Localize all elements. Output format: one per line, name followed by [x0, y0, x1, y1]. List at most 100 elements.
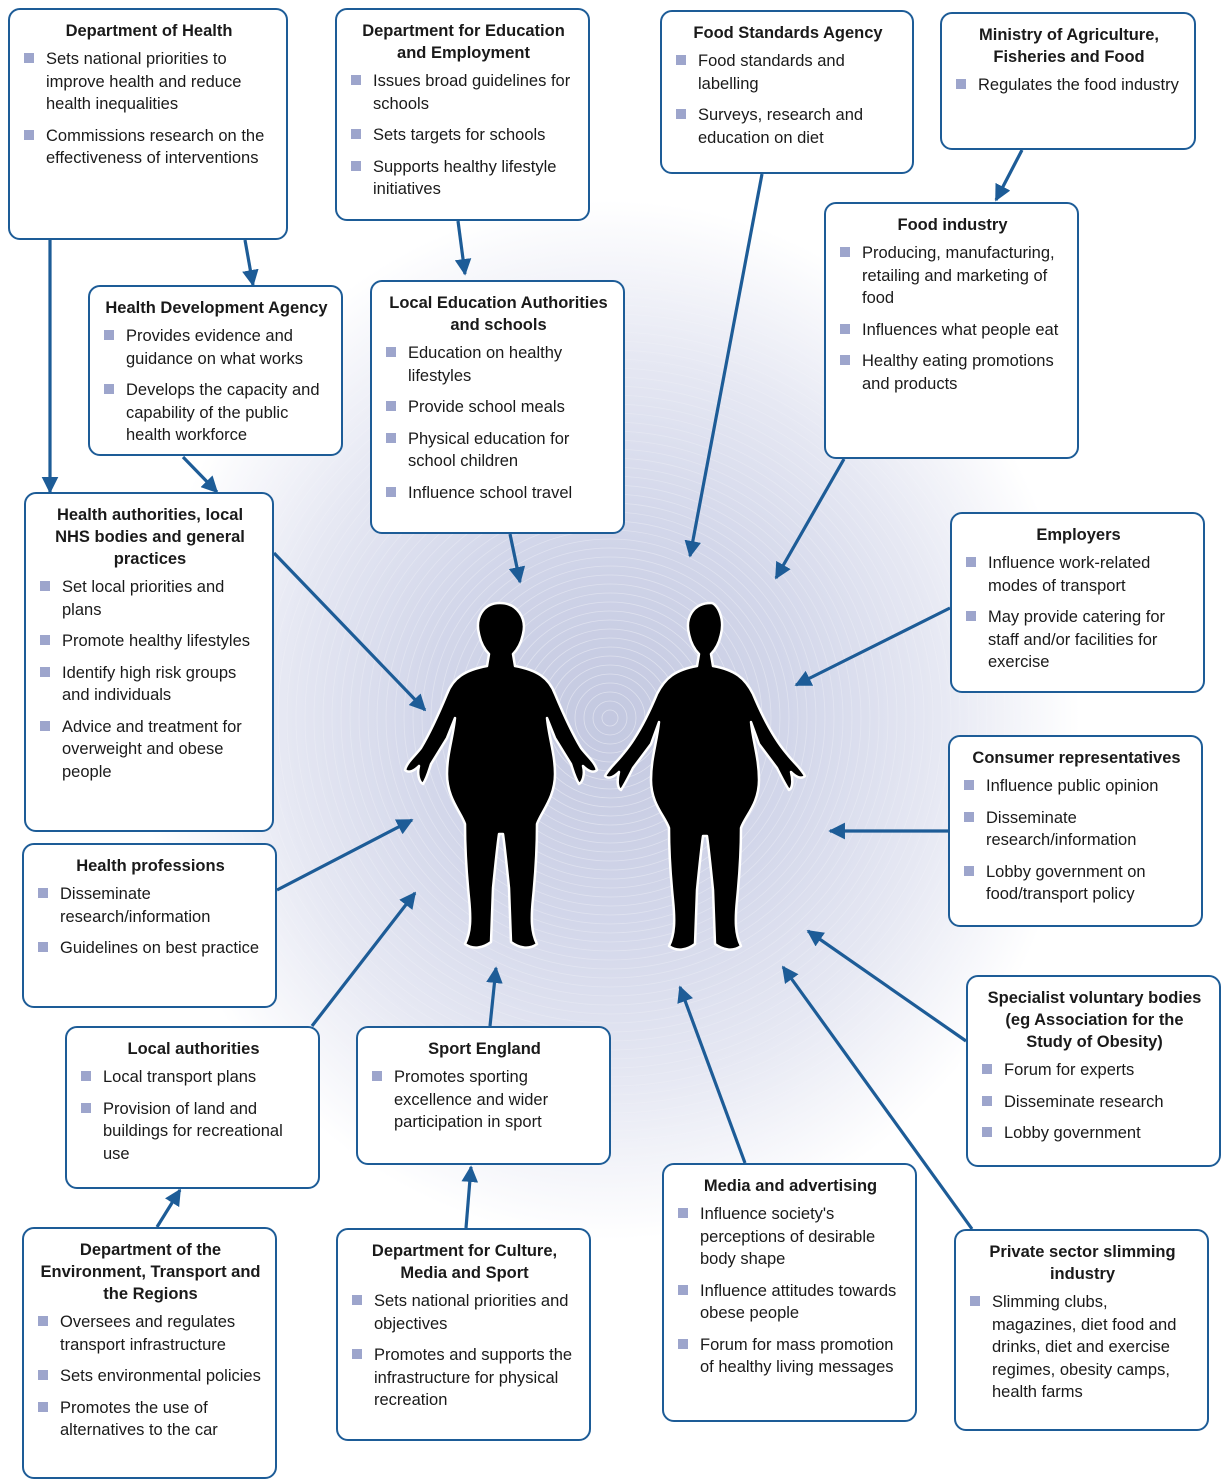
background-ring	[592, 700, 628, 736]
list-item: Disseminate research/information	[964, 807, 1189, 852]
list-item: Provision of land and buildings for recr…	[81, 1098, 306, 1166]
list-item-text: Influence attitudes towards obese people	[700, 1281, 897, 1323]
list-item: Issues broad guidelines for schools	[351, 70, 576, 115]
arrow-employers-to-people	[794, 606, 951, 687]
arrow-la-to-people	[310, 891, 417, 1027]
list-item: Disseminate research/information	[38, 883, 263, 928]
list-item-text: Regulates the food industry	[978, 76, 1179, 94]
square-bullet-icon	[966, 611, 976, 621]
square-bullet-icon	[38, 1370, 48, 1380]
list-item: Slimming clubs, magazines, diet food and…	[970, 1291, 1195, 1404]
square-bullet-icon	[386, 347, 396, 357]
square-bullet-icon	[351, 75, 361, 85]
square-bullet-icon	[956, 79, 966, 89]
list-item-text: Promotes and supports the infrastructure…	[374, 1346, 573, 1409]
list-item-text: Sets national priorities and objectives	[374, 1292, 569, 1333]
list-item: Advice and treatment for overweight and …	[40, 716, 260, 784]
list-item-text: Physical education for school children	[408, 429, 570, 471]
arrow-sport-to-people	[486, 966, 503, 1027]
list-item: Sets targets for schools	[351, 124, 576, 147]
list-item-text: Guidelines on best practice	[60, 939, 260, 957]
square-bullet-icon	[840, 323, 850, 334]
list-item-text: Sets environmental policies	[60, 1367, 261, 1385]
list-item-text: Disseminate research	[1004, 1092, 1164, 1111]
list-item-text: Promotes the use of alternatives to the …	[60, 1398, 218, 1440]
box-maff: Ministry of Agriculture, Fisheries and F…	[940, 12, 1196, 150]
box-title: Department for Culture, Media and Sport	[371, 1242, 558, 1282]
square-bullet-icon	[678, 1284, 688, 1295]
list-item: Healthy eating promotions and products	[840, 350, 1065, 395]
list-item-text: Promote healthy lifestyles	[62, 632, 251, 650]
box-list: Oversees and regulates transport infrast…	[38, 1311, 263, 1442]
square-bullet-icon	[982, 1095, 992, 1106]
arrow-hprof-to-people	[276, 818, 414, 892]
square-bullet-icon	[386, 401, 396, 411]
box-list: Slimming clubs, magazines, diet food and…	[970, 1291, 1195, 1404]
box-voluntary: Specialist voluntary bodies (eg Associat…	[966, 975, 1221, 1167]
box-list: Provides evidence and guidance on what w…	[104, 325, 329, 447]
list-item: Forum for experts	[982, 1059, 1207, 1082]
box-title: Food industry	[897, 216, 1008, 234]
list-item: Surveys, research and education on diet	[676, 104, 900, 149]
box-list: Regulates the food industry	[956, 74, 1182, 97]
arrow-nhs-to-people	[272, 551, 427, 712]
square-bullet-icon	[351, 129, 361, 139]
square-bullet-icon	[982, 1064, 992, 1074]
list-item-text: Lobby government on food/transport polic…	[986, 862, 1146, 904]
box-nhs: Health authorities, local NHS bodies and…	[24, 492, 274, 832]
square-bullet-icon	[352, 1295, 362, 1305]
list-item: Local transport plans	[81, 1066, 306, 1089]
list-item: Identify high risk groups and individual…	[40, 662, 260, 707]
list-item-text: Identify high risk groups and individual…	[62, 663, 237, 705]
square-bullet-icon	[104, 384, 114, 394]
background-ring	[601, 709, 619, 727]
list-item-text: Provide school meals	[408, 398, 565, 416]
square-bullet-icon	[982, 1127, 992, 1137]
list-item-text: Local transport plans	[103, 1068, 257, 1086]
list-item: Producing, manufacturing, retailing and …	[840, 242, 1065, 310]
box-title: Ministry of Agriculture, Fisheries and F…	[979, 26, 1159, 66]
list-item: Provides evidence and guidance on what w…	[104, 325, 329, 370]
person-right-silhouette	[603, 601, 807, 951]
list-item: Influence school travel	[386, 482, 611, 505]
list-item: Influence attitudes towards obese people	[678, 1280, 903, 1325]
box-title: Sport England	[428, 1040, 541, 1058]
arrow-food-to-people	[774, 458, 846, 580]
list-item: Sets national priorities and objectives	[352, 1290, 577, 1335]
square-bullet-icon	[81, 1102, 91, 1113]
background-ring	[430, 538, 790, 898]
square-bullet-icon	[964, 865, 974, 876]
list-item-text: Influence society's perceptions of desir…	[700, 1205, 876, 1268]
square-bullet-icon	[964, 780, 974, 790]
arrow-doh-to-hda	[242, 239, 259, 287]
box-title: Department of Health	[65, 22, 233, 40]
list-item: Regulates the food industry	[956, 74, 1182, 97]
square-bullet-icon	[964, 811, 974, 822]
square-bullet-icon	[678, 1338, 688, 1349]
list-item-text: Influences what people eat	[862, 320, 1059, 339]
list-item-text: Surveys, research and education on diet	[698, 106, 864, 147]
list-item: Promotes the use of alternatives to the …	[38, 1397, 263, 1442]
list-item-text: Influence school travel	[408, 483, 573, 502]
arrow-dcms-to-sport	[461, 1165, 479, 1229]
list-item-text: Influence public opinion	[986, 777, 1159, 795]
list-item-text: Provision of land and buildings for recr…	[103, 1099, 283, 1163]
box-list: Influence work-related modes of transpor…	[966, 552, 1191, 674]
list-item: Food standards and labelling	[676, 50, 900, 95]
list-item: Promote healthy lifestyles	[40, 630, 260, 653]
box-title: Health Development Agency	[105, 299, 328, 317]
list-item-text: Forum for experts	[1004, 1061, 1135, 1079]
arrow-hda-to-nhs	[181, 455, 219, 494]
list-item: Forum for mass promotion of healthy livi…	[678, 1334, 903, 1379]
